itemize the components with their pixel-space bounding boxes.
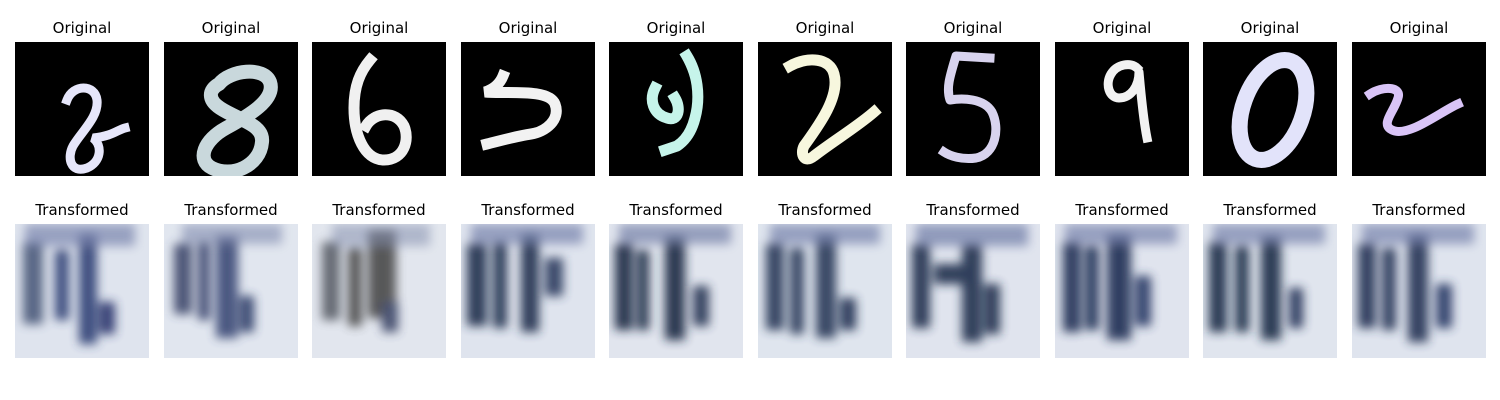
transformed-title-3: Transformed xyxy=(332,201,426,219)
transformed-image-5 xyxy=(609,224,743,358)
transformed-image-7 xyxy=(906,224,1040,358)
transformed-image-6 xyxy=(758,224,892,358)
transformed-image-4 xyxy=(461,224,595,358)
original-image-9 xyxy=(1203,42,1337,176)
original-image-5 xyxy=(609,42,743,176)
transformed-image-3 xyxy=(312,224,446,358)
original-image-1 xyxy=(15,42,149,176)
original-image-2 xyxy=(164,42,298,176)
transformed-image-10 xyxy=(1352,224,1486,358)
transformed-title-10: Transformed xyxy=(1372,201,1466,219)
transformed-image-9 xyxy=(1203,224,1337,358)
transformed-image-8 xyxy=(1055,224,1189,358)
transformed-title-1: Transformed xyxy=(35,201,129,219)
original-title-7: Original xyxy=(943,19,1003,37)
original-title-4: Original xyxy=(498,19,558,37)
original-image-3 xyxy=(312,42,446,176)
original-title-3: Original xyxy=(349,19,409,37)
transformed-title-6: Transformed xyxy=(778,201,872,219)
transformed-image-2 xyxy=(164,224,298,358)
transformed-title-4: Transformed xyxy=(481,201,575,219)
transformed-title-2: Transformed xyxy=(184,201,278,219)
transformed-image-1 xyxy=(15,224,149,358)
original-title-5: Original xyxy=(646,19,706,37)
transformed-title-8: Transformed xyxy=(1075,201,1169,219)
original-title-6: Original xyxy=(795,19,855,37)
original-title-9: Original xyxy=(1240,19,1300,37)
original-image-6 xyxy=(758,42,892,176)
original-title-2: Original xyxy=(201,19,261,37)
original-title-8: Original xyxy=(1092,19,1152,37)
original-image-4 xyxy=(461,42,595,176)
original-title-1: Original xyxy=(52,19,112,37)
original-image-8 xyxy=(1055,42,1189,176)
transformed-title-9: Transformed xyxy=(1223,201,1317,219)
transformed-title-7: Transformed xyxy=(926,201,1020,219)
original-title-10: Original xyxy=(1389,19,1449,37)
original-image-7 xyxy=(906,42,1040,176)
transformed-title-5: Transformed xyxy=(629,201,723,219)
original-image-10 xyxy=(1352,42,1486,176)
